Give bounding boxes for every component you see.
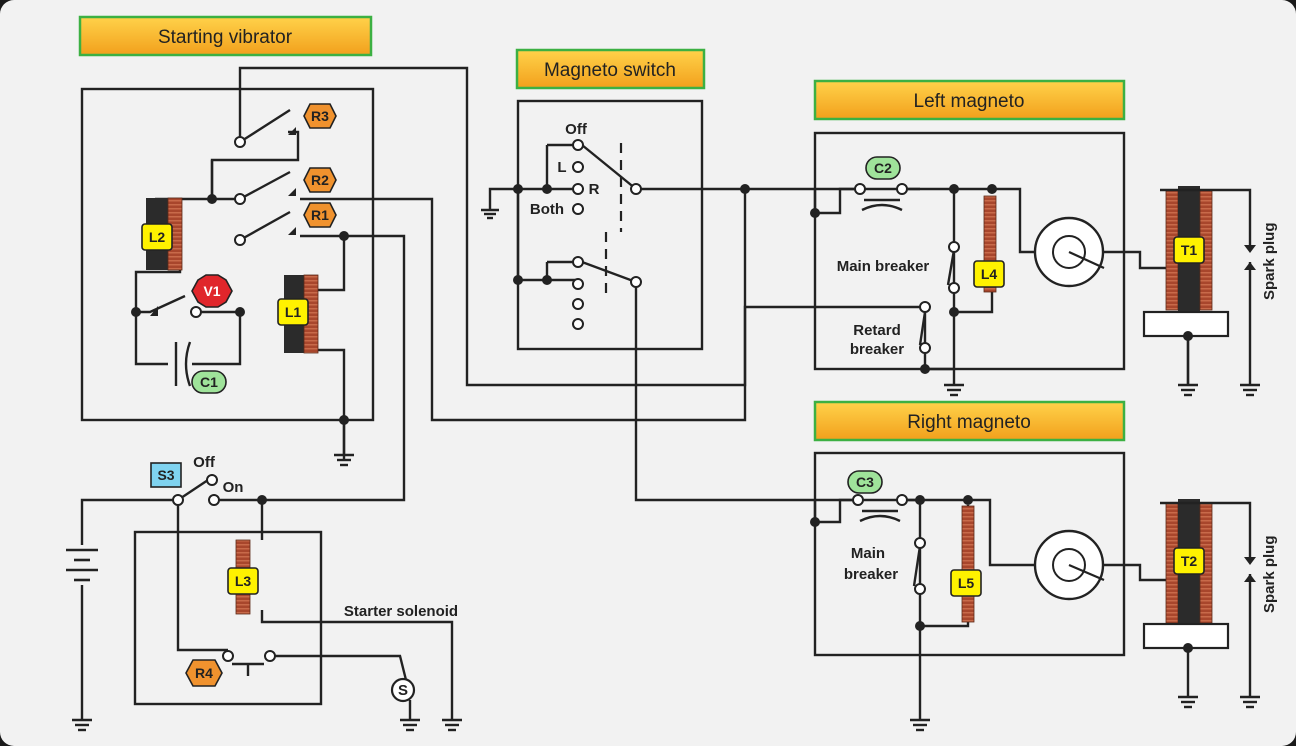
svg-text:L5: L5 [958, 575, 975, 591]
svg-text:T1: T1 [1181, 242, 1198, 258]
title-right-magneto: Right magneto [813, 400, 1126, 442]
label-spark-plug-1: Spark plug [1261, 222, 1278, 300]
capacitor-c1 [168, 341, 192, 387]
tag-t1: T1 [1173, 236, 1205, 264]
svg-text:L1: L1 [285, 304, 302, 320]
svg-text:R2: R2 [311, 172, 329, 188]
breaker-retard [918, 311, 927, 346]
ground-right-magneto [910, 718, 930, 732]
left-magneto-nodes [810, 183, 997, 374]
breaker-main-right [912, 545, 922, 587]
tag-l2: L2 [141, 223, 173, 251]
svg-text:R3: R3 [311, 108, 329, 124]
tag-l4: L4 [973, 260, 1005, 288]
svg-text:L3: L3 [235, 573, 252, 589]
svg-text:R4: R4 [195, 665, 213, 681]
svg-text:C2: C2 [874, 160, 892, 176]
label-retard-2: breaker [850, 341, 904, 358]
rotor-left [1033, 216, 1105, 288]
label-spark-plug-2: Spark plug [1261, 535, 1278, 613]
tag-t2: T2 [1173, 547, 1205, 575]
label-s3-off: Off [193, 454, 216, 471]
ground-magneto-switch [481, 208, 499, 220]
tag-c1: C1 [191, 370, 227, 394]
tag-l3: L3 [227, 567, 259, 595]
tag-r4: R4 [185, 659, 223, 687]
capacitor-c2 [861, 198, 903, 212]
svg-text:T2: T2 [1181, 553, 1198, 569]
label-s3-on: On [223, 479, 244, 496]
tag-l5: L5 [950, 569, 982, 597]
label-off: Off [565, 121, 588, 138]
rotor-right [1033, 529, 1105, 601]
label-l: L [557, 159, 566, 176]
svg-text:Right magneto: Right magneto [907, 412, 1031, 433]
starting-vibrator-box [80, 87, 375, 422]
tag-r1: R1 [303, 202, 337, 228]
breaker-main-left [946, 249, 956, 286]
svg-text:R1: R1 [311, 207, 329, 223]
right-magneto-nodes [810, 494, 973, 631]
relay-contacts [150, 127, 296, 316]
label-main-breaker-left: Main breaker [837, 258, 930, 275]
label-main-right-2: breaker [844, 566, 898, 583]
capacitor-c3 [859, 509, 901, 523]
tag-v1: V1 [191, 274, 233, 308]
battery [66, 548, 98, 582]
tag-r3: R3 [303, 103, 337, 129]
right-magneto-box [813, 451, 1126, 657]
coil-l5 [961, 505, 975, 623]
ground-left-magneto [944, 383, 964, 397]
svg-text:V1: V1 [203, 283, 220, 299]
svg-text:Magneto switch: Magneto switch [544, 60, 676, 81]
label-starter-solenoid: Starter solenoid [344, 603, 458, 620]
label-main-right-1: Main [851, 545, 885, 562]
ground-t1 [1178, 383, 1260, 397]
grounds-starter [72, 718, 462, 732]
svg-text:Starting vibrator: Starting vibrator [158, 27, 293, 48]
starter-nodes [172, 474, 276, 662]
svg-text:C3: C3 [856, 474, 874, 490]
title-magneto-switch: Magneto switch [515, 48, 706, 90]
label-both: Both [530, 201, 564, 218]
transformer-t2 [1142, 499, 1256, 697]
magneto-switch-nodes [513, 139, 750, 330]
svg-text:S3: S3 [157, 467, 174, 483]
starter-solenoid-box [133, 530, 323, 706]
label-retard-1: Retard [853, 322, 901, 339]
svg-text:L2: L2 [149, 229, 166, 245]
tag-r2: R2 [303, 167, 337, 193]
title-left-magneto: Left magneto [813, 79, 1126, 121]
label-r: R [589, 181, 600, 198]
svg-text:Left magneto: Left magneto [914, 91, 1025, 112]
tag-c2: C2 [865, 156, 901, 180]
starter-motor: S [390, 677, 416, 703]
tag-l1: L1 [277, 298, 309, 326]
svg-text:L4: L4 [981, 266, 998, 282]
svg-text:C1: C1 [200, 374, 218, 390]
ground-vibrator [334, 420, 354, 467]
tag-c3: C3 [847, 470, 883, 494]
title-starting-vibrator: Starting vibrator [78, 15, 373, 57]
svg-text:S: S [398, 682, 408, 699]
vibrator-nodes [131, 136, 349, 425]
ground-t2 [1178, 695, 1260, 709]
tag-s3: S3 [150, 462, 182, 488]
